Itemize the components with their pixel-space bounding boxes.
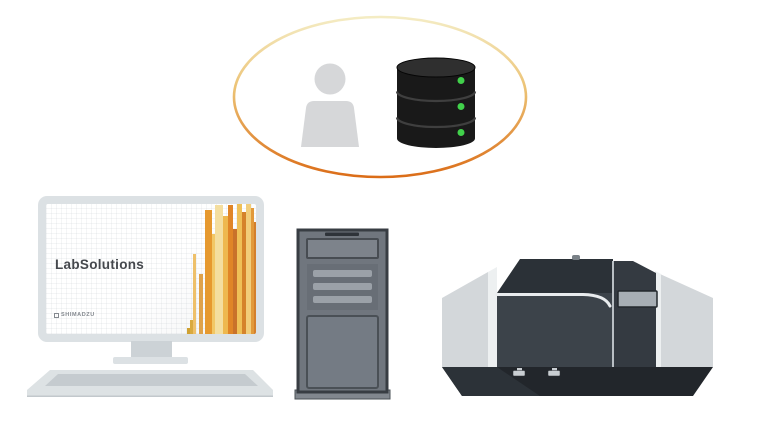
chromatogram-bar bbox=[190, 320, 193, 334]
left-stripe bbox=[488, 267, 497, 367]
instrument bbox=[442, 255, 713, 396]
network-group bbox=[232, 15, 528, 179]
right-side-panel bbox=[660, 274, 713, 367]
keyboard-front-edge bbox=[27, 395, 273, 397]
chromatogram-bar bbox=[228, 205, 233, 334]
monitor: LabSolutions SHIMADZU bbox=[38, 196, 264, 342]
instrument-base-highlight bbox=[442, 367, 540, 396]
tower-top-slot bbox=[325, 232, 359, 236]
database-separator bbox=[395, 91, 477, 103]
user-head bbox=[314, 63, 346, 95]
top-nub bbox=[572, 255, 580, 260]
chromatogram-bar bbox=[205, 210, 212, 334]
top-lid bbox=[497, 259, 613, 293]
status-led bbox=[457, 129, 465, 136]
chromatogram-bar bbox=[223, 216, 228, 334]
right-section bbox=[613, 261, 656, 367]
user-icon bbox=[301, 63, 359, 147]
chromatogram-bar bbox=[242, 212, 246, 334]
chromatogram-bar bbox=[215, 205, 223, 334]
labsolutions-title: LabSolutions bbox=[55, 257, 145, 272]
drive-bay bbox=[306, 238, 379, 259]
chromatogram-bar bbox=[212, 234, 216, 334]
chromatogram-bar bbox=[237, 204, 242, 334]
database-icon bbox=[395, 57, 477, 149]
status-led bbox=[457, 77, 465, 84]
main-body bbox=[497, 293, 613, 367]
chromatogram-bar bbox=[199, 274, 203, 334]
chromatogram-bar bbox=[187, 328, 190, 334]
display-panel bbox=[617, 290, 658, 308]
section-divider bbox=[612, 261, 614, 367]
shimadzu-logo-icon bbox=[54, 312, 59, 318]
brand-logo: SHIMADZU bbox=[54, 312, 95, 318]
instrument-foot bbox=[512, 368, 526, 377]
instrument-foot bbox=[547, 368, 561, 377]
monitor-screen: LabSolutions SHIMADZU bbox=[46, 204, 256, 334]
tower-lower-panel bbox=[306, 315, 379, 389]
keyboard bbox=[27, 370, 273, 397]
chromatogram-bars bbox=[46, 204, 256, 334]
vent-bar bbox=[313, 283, 372, 290]
status-led bbox=[457, 103, 465, 110]
server-tower bbox=[294, 228, 391, 400]
left-side-panel bbox=[442, 272, 488, 367]
monitor-stand-neck bbox=[131, 341, 172, 358]
chromatogram-bar bbox=[193, 254, 196, 334]
chromatogram-bar bbox=[246, 204, 251, 334]
database-separator bbox=[395, 117, 477, 129]
chromatogram-bar bbox=[254, 222, 256, 334]
network-ring bbox=[232, 15, 528, 179]
keyboard-deck bbox=[45, 374, 258, 386]
monitor-stand-base bbox=[113, 357, 188, 364]
user-body bbox=[301, 101, 359, 147]
vent-bar bbox=[313, 270, 372, 277]
chromatogram-bar bbox=[251, 208, 254, 334]
chromatogram-bar bbox=[233, 229, 237, 334]
database-top bbox=[396, 57, 476, 78]
brand-text: SHIMADZU bbox=[61, 312, 95, 318]
vent-bar bbox=[313, 296, 372, 303]
accent-swoosh bbox=[495, 293, 612, 308]
